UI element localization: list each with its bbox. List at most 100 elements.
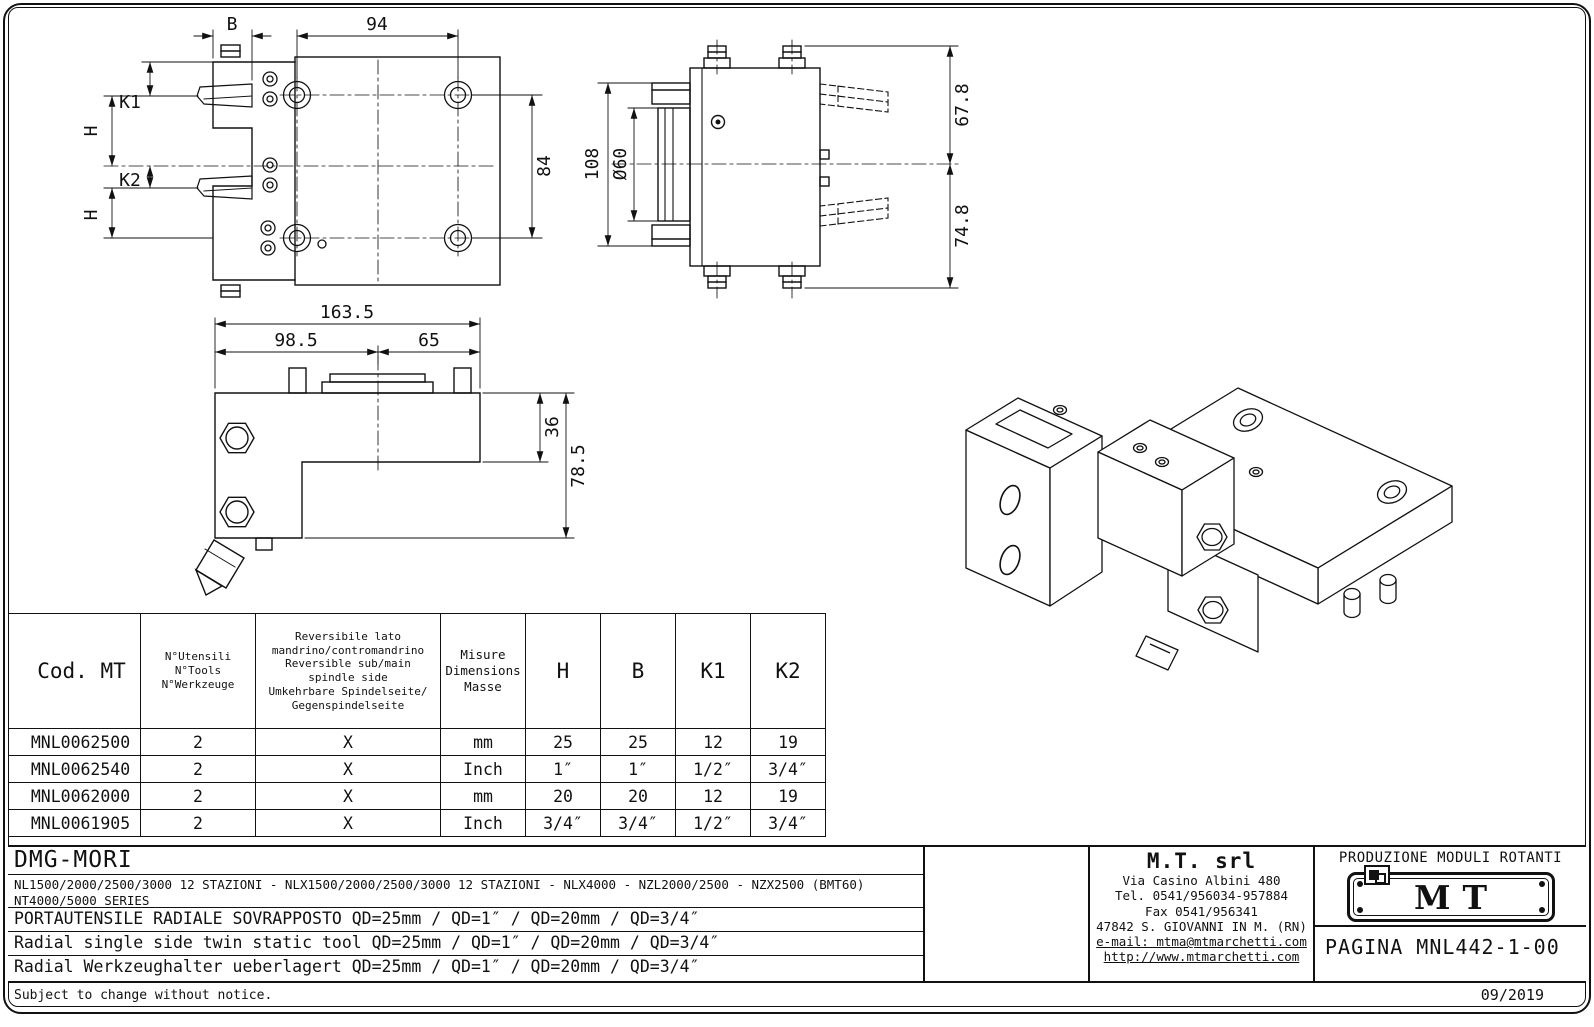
description-italian: PORTAUTENSILE RADIALE SOVRAPPOSTO QD=25m… [8, 907, 923, 931]
profile-view: 163.5 98.5 65 36 78.5 [194, 302, 589, 597]
dim-k2: K2 [119, 170, 141, 191]
cell-k2: 19 [750, 782, 826, 810]
company-name: M.T. srl [1146, 849, 1257, 873]
cell-tools: 2 [140, 755, 256, 783]
col-header-cod: Cod. MT [8, 613, 141, 729]
col-header-k1: K1 [675, 613, 751, 729]
front-view: B 94 K1 H K2 H 84 [81, 14, 555, 298]
front-view-dim-labels: B 94 K1 H K2 H 84 [81, 14, 555, 220]
machine-brand: DMG-MORI [14, 847, 133, 873]
logo-cell: MT [1315, 865, 1586, 925]
cell-tools: 2 [140, 728, 256, 756]
table-row: MNL0061905 2 X Inch 3/4″ 3/4″ 1/2″ 3/4″ [8, 809, 826, 837]
dim-84: 84 [534, 155, 555, 177]
cell-k1: 1/2″ [675, 755, 751, 783]
company-email: e-mail: mtma@mtmarchetti.com [1096, 934, 1307, 949]
iso-pins [1343, 573, 1397, 619]
cell-code: MNL0062500 [8, 728, 141, 756]
machine-series-line1: NL1500/2000/2500/3000 12 STAZIONI - NLX1… [14, 877, 865, 892]
machine-series: NL1500/2000/2500/3000 12 STAZIONI - NLX1… [8, 874, 923, 908]
cell-b: 20 [600, 782, 676, 810]
dim-k1: K1 [119, 92, 141, 113]
cell-code: MNL0061905 [8, 809, 141, 837]
table-row: MNL0062000 2 X mm 20 20 12 19 [8, 782, 826, 810]
title-block: DMG-MORI NL1500/2000/2500/3000 12 STAZIO… [8, 845, 1586, 983]
dim-108: 108 [582, 148, 603, 181]
cell-k2: 3/4″ [750, 755, 826, 783]
dim-36: 36 [542, 416, 563, 438]
side-view-outline [651, 45, 830, 289]
cell-k2: 3/4″ [750, 809, 826, 837]
rotary-module-icon [1363, 865, 1390, 885]
logo-screw-icon [1356, 881, 1363, 887]
company-address: Via Casino Albini 480 [1122, 873, 1281, 888]
cell-misure: Inch [440, 755, 526, 783]
sheet-outer-border [3, 3, 1591, 1014]
dim-78-5: 78.5 [568, 444, 589, 487]
mt-logo-inner-border [1352, 878, 1549, 916]
logo-screw-icon [1356, 907, 1363, 913]
iso-tower-slot [995, 409, 1073, 449]
cell-h: 25 [525, 728, 601, 756]
machine-series-line2: NT4000/5000 SERIES [14, 892, 150, 908]
title-block-left: DMG-MORI NL1500/2000/2500/3000 12 STAZIO… [8, 847, 925, 981]
cell-reversible: X [255, 728, 441, 756]
dim-94: 94 [366, 14, 388, 35]
dim-65: 65 [418, 330, 440, 351]
cell-tools: 2 [140, 809, 256, 837]
dim-h-top: H [81, 126, 102, 137]
title-block-empty-cell [925, 847, 1090, 981]
cell-code: MNL0062540 [8, 755, 141, 783]
iso-slot-holes [999, 484, 1021, 576]
iso-top-holes [1052, 404, 1408, 504]
dim-163-5: 163.5 [320, 302, 374, 323]
spec-table: Cod. MT N°Utensili N°Tools N°Werkzeuge R… [8, 613, 826, 837]
profile-view-dim-labels: 163.5 98.5 65 36 78.5 [274, 302, 589, 488]
cell-b: 25 [600, 728, 676, 756]
footer-date: 09/2019 [1480, 986, 1544, 1004]
manufacturer-block: M.T. srl Via Casino Albini 480 Tel. 0541… [1090, 847, 1315, 981]
front-view-dimensions [103, 29, 543, 239]
side-view-centerlines [611, 39, 959, 299]
cell-misure: mm [440, 782, 526, 810]
col-header-b: B [600, 613, 676, 729]
col-header-reversible: Reversibile lato mandrino/contromandrino… [255, 613, 441, 729]
cell-k1: 1/2″ [675, 809, 751, 837]
cell-reversible: X [255, 782, 441, 810]
col-header-h: H [525, 613, 601, 729]
cell-k1: 12 [675, 782, 751, 810]
side-view-hidden-tools [819, 83, 889, 227]
title-block-right: PRODUZIONE MODULI ROTANTI MT PAGINA MNL4… [1315, 847, 1586, 981]
cell-code: MNL0062000 [8, 782, 141, 810]
mt-logo: MT [1346, 865, 1555, 922]
page-number: PAGINA MNL442-1-00 [1315, 925, 1586, 981]
iso-lower-tool [1135, 635, 1179, 671]
side-view-dimensions [597, 45, 959, 289]
dim-67-8: 67.8 [952, 83, 973, 126]
cell-b: 3/4″ [600, 809, 676, 837]
company-fax: Fax 0541/956341 [1145, 903, 1258, 919]
production-label: PRODUZIONE MODULI ROTANTI [1338, 850, 1563, 866]
profile-view-outline [194, 367, 481, 597]
description-german: Radial Werkzeughalter ueberlagert QD=25m… [8, 955, 923, 981]
description-english: Radial single side twin static tool QD=2… [8, 931, 923, 955]
dim-74-8: 74.8 [952, 204, 973, 247]
col-header-misure: Misure Dimensions Masse [440, 613, 526, 729]
spec-table-header-row: Cod. MT N°Utensili N°Tools N°Werkzeuge R… [8, 613, 826, 729]
dim-h-bottom: H [81, 210, 102, 221]
side-view: 108 Ø60 67.8 74.8 [582, 39, 973, 299]
company-city: 47842 S. GIOVANNI IN M. (RN) [1096, 918, 1307, 934]
dim-diameter-60: Ø60 [610, 148, 631, 181]
cell-k1: 12 [675, 728, 751, 756]
sheet-inner-border [8, 7, 1586, 1007]
cell-k2: 19 [750, 728, 826, 756]
col-header-k2: K2 [750, 613, 826, 729]
iso-hex-bolts [1196, 523, 1229, 624]
technical-drawing: B 94 K1 H K2 H 84 [81, 14, 1453, 671]
front-view-holes [260, 71, 473, 256]
dim-98-5: 98.5 [274, 330, 317, 351]
isometric-view [965, 387, 1453, 671]
front-view-centerlines [103, 59, 498, 284]
cell-misure: mm [440, 728, 526, 756]
